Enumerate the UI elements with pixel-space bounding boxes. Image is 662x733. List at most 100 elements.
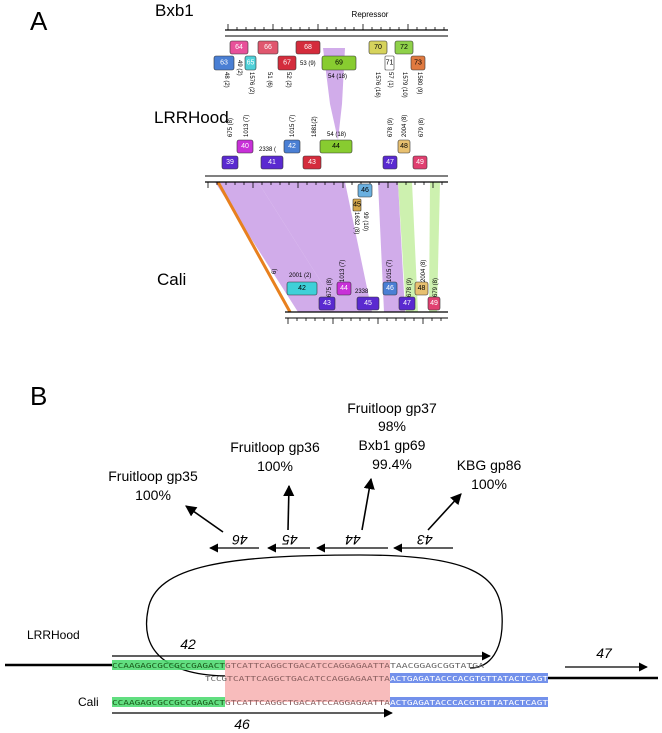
pham-label: 1576 (16) [374, 72, 380, 98]
gene-box-bxb1-65: 65 [244, 55, 257, 71]
gene-number: 41 [268, 159, 276, 166]
homolog-hit-4: KBG gp86 100% [457, 457, 522, 492]
similarity-band-lrrhood-cali-2 [258, 182, 372, 312]
pham-label-53: 53 (9) [300, 61, 316, 67]
orf-label-46: 46 [232, 532, 248, 548]
similarity-line-orange [216, 181, 292, 313]
orf-label-43: 43 [417, 532, 433, 548]
similarity-band-lrrhood-cali-5 [429, 182, 440, 312]
gene-box-lrrhood-44: 44 [319, 139, 353, 154]
gene-number: 46 [361, 187, 369, 194]
pham-label: 679 (8) [433, 278, 439, 297]
pham-label: 1580 (9) [416, 72, 422, 94]
gene-number: 72 [400, 44, 408, 51]
gene-box-cali-49: 49 [427, 296, 441, 311]
gene-label-47: 47 [596, 645, 613, 661]
gene-number: 71 [386, 60, 394, 67]
gene-box-bxb1-70: 70 [368, 40, 388, 55]
genome-cali: Cali 6) 2001 (2) 675 (8) 1013 (7) 1015 (… [157, 260, 448, 324]
gene-box-lrrhood-41: 41 [260, 155, 284, 170]
gene-box-cali-47: 47 [398, 296, 416, 311]
gene-number: 45 [353, 202, 361, 209]
pham-label: 57 (1) [387, 72, 393, 88]
gene-box-cali-45: 45 [356, 296, 380, 311]
orf-label-44: 44 [345, 532, 361, 548]
gene-box-bxb1-69: 69 [321, 55, 357, 71]
gene-box-lrrhood-40: 40 [236, 139, 254, 154]
highlight-attr-blue-2 [390, 697, 548, 707]
genome-bxb1: Bxb1 Repressor 64 66 68 70 72 63 65 67 5… [155, 1, 448, 98]
pham-labels-bxb1: 48 (2) 49 (2) 1576 (2) 51 (6) 52 (2) 157… [223, 60, 422, 98]
gene-label-42: 42 [180, 636, 196, 652]
similarity-band-bxb1-69 [323, 48, 345, 140]
gene-number: 70 [374, 44, 382, 51]
gene-number: 67 [283, 60, 291, 67]
pham-label: 49 (2) [236, 60, 242, 76]
genome-label-lrrhood: LRRHood [27, 628, 80, 642]
homolog-hit-1: Fruitloop gp35 100% [108, 468, 198, 503]
gene-number: 48 [400, 143, 408, 150]
synteny-bands [215, 48, 440, 313]
pham-label: 1576 (2) [248, 72, 254, 94]
gene-number: 64 [235, 44, 243, 51]
hit-text: 100% [135, 487, 171, 503]
arrow-to-hit-1 [185, 505, 224, 533]
pham-label: 2004 (8) [402, 115, 408, 137]
gene-box-lrrhood-49: 49 [412, 155, 428, 170]
sequence-row-cali: CCAAGAGCGCCGCCGAGACT GTCATTCAGGCTGACATCC… [112, 698, 549, 707]
gene-box-cali-42: 42 [286, 281, 318, 296]
homolog-hit-3: Fruitloop gp37 98% Bxb1 gp69 99.4% [347, 400, 437, 472]
gene-number: 47 [386, 159, 394, 166]
similarity-band-lrrhood-cali-3 [378, 182, 405, 312]
pham-label: 1013 (7) [244, 115, 250, 137]
genome-name-cali: Cali [157, 270, 186, 289]
pham-labels-cali-top: 675 (8) 1013 (7) 1015 (7) 678 (9) 2004 (… [327, 260, 439, 297]
pham-label: 48 (2) [223, 72, 229, 88]
hit-text: Fruitloop gp35 [108, 468, 198, 484]
gene-box-bxb1-66: 66 [257, 40, 279, 55]
hit-text: Fruitloop gp36 [230, 439, 320, 455]
hit-text: KBG gp86 [457, 457, 522, 473]
gene-number: 44 [340, 285, 348, 292]
pham-label: 678 (9) [388, 118, 394, 137]
orf-labels: 46 45 44 43 [232, 532, 433, 548]
gene-box-bxb1-73: 73 [410, 55, 426, 71]
hit-pointer-arrows [185, 477, 462, 533]
ruler-ticks-cali [287, 318, 442, 324]
gene-number: 49 [430, 300, 438, 307]
gene-box-lrrhood-45: 45 [352, 198, 362, 212]
panel-b-label: B [30, 381, 47, 411]
gene-number: 69 [335, 60, 343, 67]
sequence-row-lrrhood-bottom: TCCG TCATTCAGGCTGACATCCAGGAGAATTA ACTGAG… [205, 674, 549, 683]
genome-lrrhood: LRRHood 675 (8) 1013 (7) 1015 (7) 1881(2… [154, 108, 448, 234]
highlight-core-pink [225, 660, 390, 702]
gene-box-lrrhood-39: 39 [221, 155, 239, 170]
gene-box-bxb1-71: 71 [384, 55, 395, 71]
pham-labels-lrrhood-top: 675 (8) 1013 (7) 1015 (7) 1881(2) 678 (9… [228, 115, 425, 137]
gene-number: 68 [304, 44, 312, 51]
pham-label: 679 (8) [419, 118, 425, 137]
ruler-ticks-bxb1 [227, 24, 445, 30]
gene-number: 39 [226, 159, 234, 166]
gene-number: 40 [241, 143, 249, 150]
pham-label-2338: 2338 [355, 289, 369, 295]
gene-number: 42 [288, 143, 296, 150]
gene-box-bxb1-67: 67 [277, 55, 297, 71]
gene-number: 66 [264, 44, 272, 51]
gene-number: 73 [414, 60, 422, 67]
pham-label-54: 54 (18) [328, 74, 347, 80]
gene-number: 42 [298, 285, 306, 292]
gene-box-lrrhood-47: 47 [382, 155, 398, 170]
orf-label-45: 45 [282, 532, 298, 548]
gene-box-cali-46: 46 [382, 281, 398, 296]
pham-label: 99 (10) [362, 212, 368, 231]
similarity-band-lrrhood-cali-4 [398, 182, 418, 312]
arrow-to-hit-2 [283, 484, 295, 531]
gene-box-cali-48: 48 [414, 281, 429, 296]
gene-label-46: 46 [234, 716, 250, 732]
excision-loop [146, 554, 503, 677]
pham-label: 52 (2) [285, 72, 291, 88]
ruler-ticks-lrrhood [207, 182, 443, 188]
similarity-band-lrrhood-cali-1 [215, 182, 340, 312]
